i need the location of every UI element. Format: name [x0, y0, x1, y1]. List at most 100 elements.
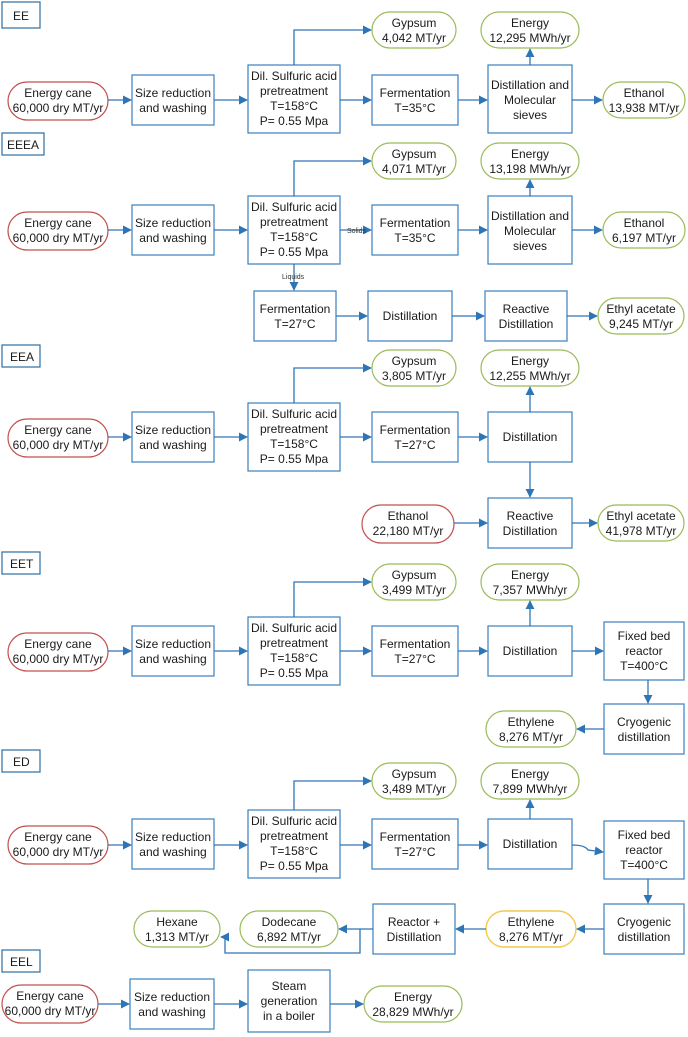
solids-label: Solids: [347, 228, 367, 235]
size-reduction-box: [129, 978, 215, 1030]
energy-node: [480, 11, 580, 49]
reactive-distillation-box: [484, 290, 568, 342]
size-reduction-box: [131, 625, 215, 677]
fixed-bed-reactor-box: [603, 820, 685, 880]
gypsum-node: [371, 142, 457, 180]
energy-output-node: [363, 985, 463, 1023]
energy-node: [480, 142, 580, 180]
distillation-label: Distillation: [503, 644, 558, 658]
edge: [293, 577, 372, 617]
distillation-box: [487, 625, 573, 677]
liquids-label: Liquids: [282, 274, 305, 281]
ethanol-input-node: [361, 504, 455, 544]
edge: [571, 844, 604, 856]
edge: [293, 363, 372, 403]
cryogenic-distillation-box: [603, 903, 685, 955]
energy-cane-node: [7, 211, 109, 251]
section-tag-eet: EET: [10, 557, 34, 571]
energy-cane-node: [7, 81, 109, 121]
section-tag-ed-box: [1, 749, 41, 773]
section-tag-eel-box: [1, 949, 41, 973]
ethyl-acetate-node: [597, 297, 685, 335]
size-reduction-box: [131, 411, 215, 463]
ethanol-node: [602, 81, 686, 119]
fermentation-box: [371, 625, 459, 677]
cryogenic-distillation-box: [603, 703, 685, 755]
pretreatment-box: [247, 402, 341, 472]
fermentation-box: [371, 818, 459, 870]
distillation-2-box: [367, 290, 453, 342]
pretreatment-box: [247, 809, 341, 879]
section-tag-eeea-box: [1, 132, 45, 156]
distillation-label: Distillation: [503, 837, 558, 851]
gypsum-node: [371, 11, 457, 49]
section-tag-ee-box: [1, 1, 41, 29]
gypsum-node: [371, 762, 457, 800]
distillation-box: [487, 195, 573, 265]
gypsum-node: [371, 349, 457, 387]
dodecane-node: [239, 910, 339, 948]
fermentation-box: [371, 204, 459, 256]
section-tag-eel: EEL: [10, 955, 33, 969]
reactor-distillation-label: Reactor +Distillation: [387, 915, 442, 944]
distillation-box: [487, 818, 573, 870]
section-tag-ed: ED: [13, 755, 30, 769]
fermentation-box: [371, 411, 459, 463]
ethanol-node: [602, 211, 686, 249]
size-reduction-box: [131, 74, 215, 126]
edge: [293, 156, 372, 196]
edge: [293, 25, 372, 65]
edge: [220, 929, 361, 954]
section-tag-eet-box: [1, 551, 41, 575]
energy-node: [480, 349, 580, 387]
edge: [293, 776, 372, 810]
fermentation-box: [371, 74, 459, 126]
gypsum-node: [371, 563, 457, 601]
ethylene-node: [485, 710, 577, 748]
energy-node: [480, 563, 580, 601]
energy-cane-node: [7, 632, 109, 672]
